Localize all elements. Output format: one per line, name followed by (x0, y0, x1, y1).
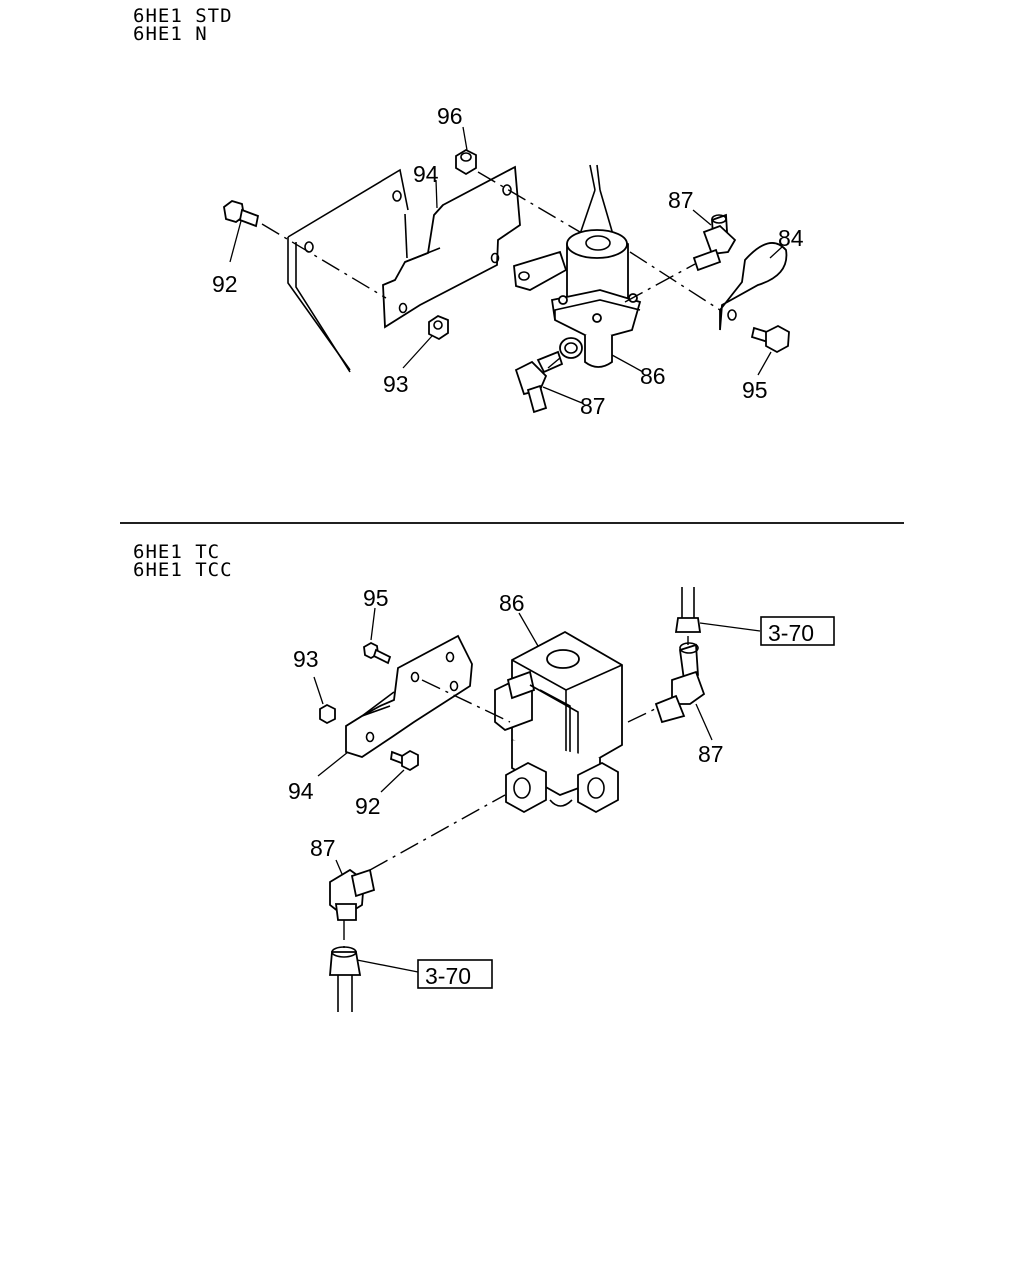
callout-94: 94 (288, 778, 314, 804)
callout-84: 84 (778, 225, 804, 251)
callout-87: 87 (668, 187, 694, 213)
fitting-87-lower (514, 350, 564, 414)
bottom-assembly: 3-70 3-70 95 86 93 94 92 87 87 (288, 585, 835, 1012)
model-label: 6HE1 STD (133, 5, 233, 27)
callout-95: 95 (742, 377, 768, 403)
fitting-87-right (654, 642, 706, 724)
model-label: 6HE1 N (133, 23, 208, 45)
reference-box (417, 959, 493, 989)
bolt-95 (750, 324, 790, 354)
tube-top (674, 587, 702, 633)
bracket-94 (382, 165, 521, 329)
solenoid-valve-86 (513, 164, 642, 368)
callout-95: 95 (363, 585, 389, 611)
callout-86: 86 (640, 363, 666, 389)
callout-93: 93 (293, 646, 319, 672)
model-label: 6HE1 TCC (133, 559, 233, 581)
nut-93 (428, 314, 449, 341)
chassis-panel (287, 168, 409, 373)
callout-96: 96 (437, 103, 463, 129)
top-assembly: 96 94 92 93 86 87 87 84 95 (212, 103, 804, 419)
callout-93: 93 (383, 371, 409, 397)
callout-94: 94 (413, 161, 439, 187)
fitting-87-upper (692, 213, 737, 272)
callout-87: 87 (580, 393, 606, 419)
fitting-87-left (329, 868, 376, 921)
bracket-94 (345, 634, 473, 758)
reference-label: 3-70 (425, 963, 471, 989)
bolt-95 (363, 641, 392, 665)
clip-84 (719, 242, 788, 331)
callout-86: 86 (499, 590, 525, 616)
reference-label: 3-70 (768, 620, 814, 646)
reference-box (760, 616, 835, 646)
solenoid-valve-86 (494, 630, 623, 814)
bolt-92 (223, 200, 260, 228)
nut-93 (319, 703, 336, 725)
callout-92: 92 (355, 793, 381, 819)
bolt-92 (390, 749, 419, 772)
callout-87: 87 (698, 741, 724, 767)
nut-96 (455, 148, 477, 176)
callout-87: 87 (310, 835, 336, 861)
callout-92: 92 (212, 271, 238, 297)
model-label: 6HE1 TC (133, 541, 221, 563)
tube-bottom (329, 946, 362, 1012)
